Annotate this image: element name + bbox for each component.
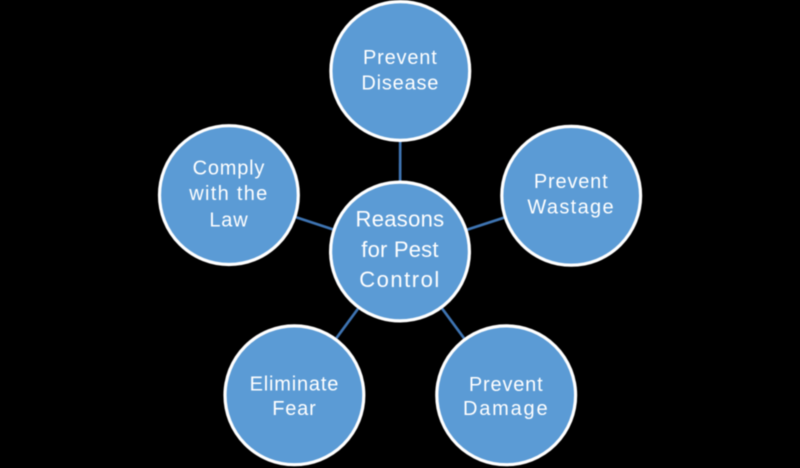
svg-text:Damage: Damage: [463, 398, 549, 420]
svg-text:with the: with the: [188, 183, 268, 205]
svg-text:Law: Law: [209, 210, 248, 232]
svg-text:Eliminate: Eliminate: [250, 373, 339, 395]
svg-text:Prevent: Prevent: [469, 374, 544, 396]
svg-text:Control: Control: [359, 267, 440, 292]
svg-text:for Pest: for Pest: [361, 237, 438, 262]
svg-text:Disease: Disease: [361, 73, 439, 95]
svg-text:Prevent: Prevent: [534, 171, 609, 193]
svg-text:Fear: Fear: [272, 398, 316, 420]
svg-text:Comply: Comply: [193, 158, 266, 180]
svg-text:Prevent: Prevent: [363, 47, 438, 69]
svg-text:Reasons: Reasons: [356, 206, 445, 231]
svg-text:Wastage: Wastage: [527, 197, 615, 219]
